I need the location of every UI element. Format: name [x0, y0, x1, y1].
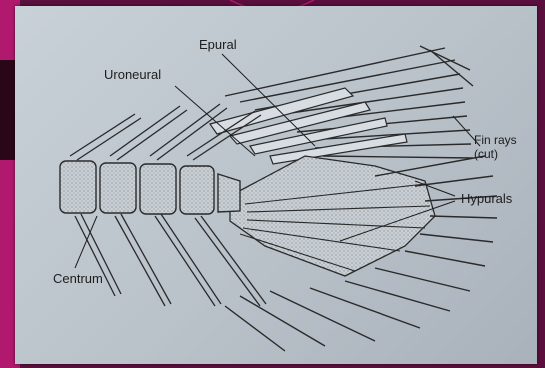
haemal-spines [75, 214, 266, 306]
tail-skeleton-figure: Epural Uroneural Fin rays (cut) Hypurals… [15, 6, 537, 364]
centrum-3 [140, 164, 176, 214]
label-fin-rays-line2: (cut) [474, 148, 517, 162]
dorsal-fin-rays [225, 46, 473, 158]
label-hypurals: Hypurals [461, 192, 512, 207]
label-centrum: Centrum [53, 272, 103, 287]
label-epural: Epural [199, 38, 237, 53]
epural-uroneural-elements [210, 88, 407, 164]
neural-spines [70, 104, 261, 160]
hypural-plates [230, 156, 435, 276]
label-uroneural: Uroneural [104, 68, 161, 83]
centrum-4 [180, 166, 214, 214]
centrum-1 [60, 161, 96, 213]
centrum-2 [100, 163, 136, 213]
vertebral-column [60, 161, 240, 214]
label-fin-rays-line1: Fin rays [474, 134, 517, 148]
urostyle [218, 174, 240, 212]
label-fin-rays: Fin rays (cut) [474, 134, 517, 162]
tail-skeleton-drawing [15, 6, 537, 364]
